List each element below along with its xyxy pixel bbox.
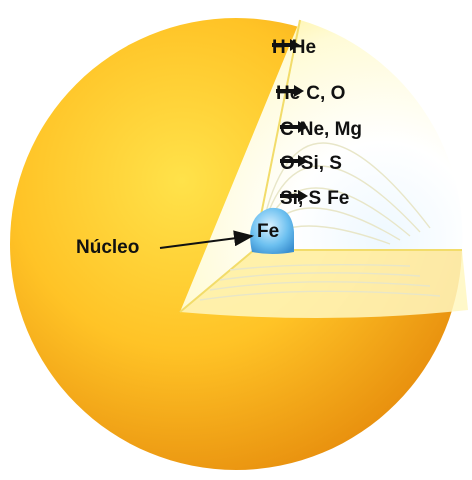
arrow-icon: [280, 121, 308, 133]
reaction-2: C Ne, Mg: [280, 120, 362, 139]
reaction-0: H He: [272, 38, 316, 57]
shell-lines: [199, 142, 441, 301]
reaction-0-product: He: [291, 37, 317, 58]
reaction-3-reactant: O: [280, 153, 295, 174]
arrow-icon: [272, 39, 300, 51]
reaction-3-product: Si, S: [300, 153, 342, 174]
reaction-1: He C, O: [276, 84, 345, 103]
core-element-label: Fe: [257, 221, 280, 242]
core-label: Núcleo: [76, 237, 140, 258]
reaction-1-product: C, O: [306, 83, 346, 104]
cutaway-floor: [180, 250, 468, 319]
reaction-2-product: Ne, Mg: [299, 119, 363, 140]
reaction-4: Si, S Fe: [280, 189, 349, 208]
reaction-3: O Si, S: [280, 154, 342, 173]
reaction-4-product: Fe: [327, 188, 350, 209]
reaction-2-reactant: C: [280, 119, 294, 140]
core-pointer-arrow: [159, 230, 254, 249]
arrow-icon: [280, 190, 308, 202]
reaction-0-reactant: H: [272, 37, 286, 58]
iron-core: [250, 207, 294, 254]
arrow-icon: [276, 85, 304, 97]
arrow-icon: [280, 155, 308, 167]
